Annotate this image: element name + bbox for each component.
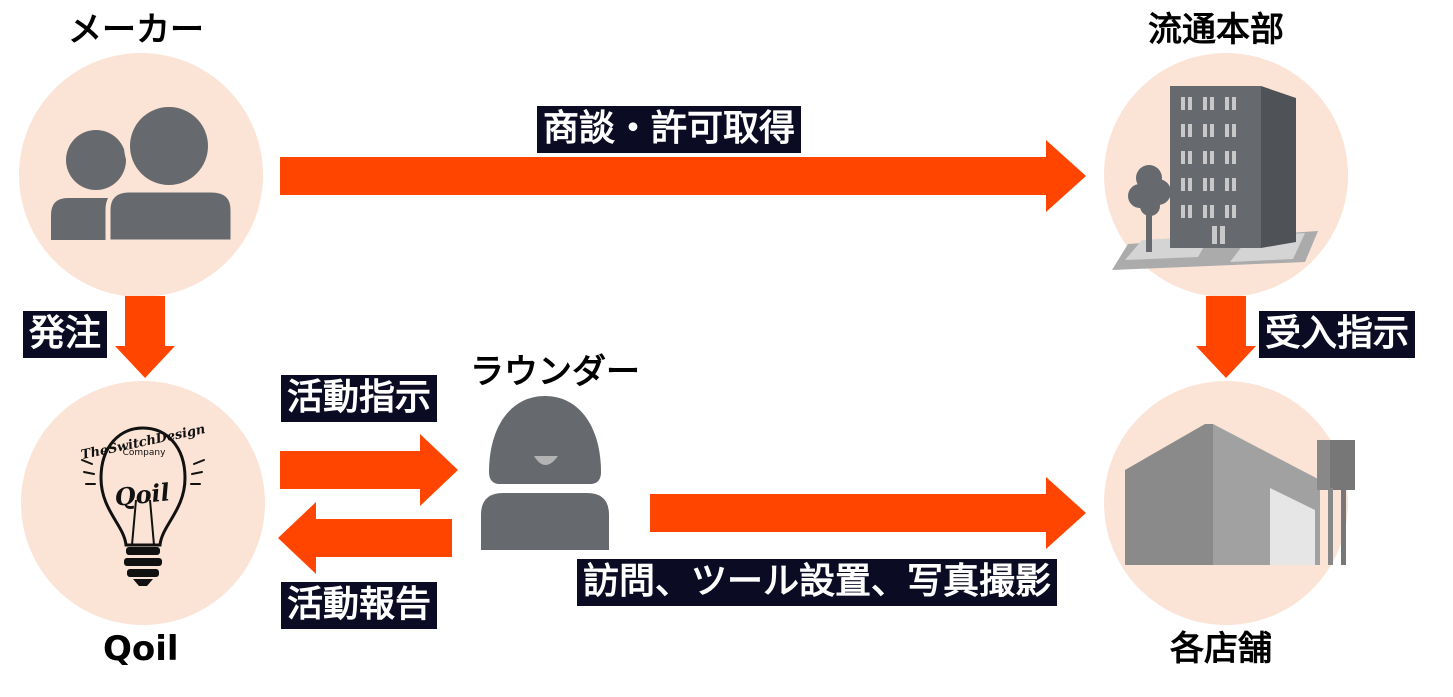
maker-title: メーカー [68,10,204,50]
rounder-title: ラウンダー [470,352,640,392]
rounder-person-icon [481,396,609,550]
arrow-rounder-to-stores [650,477,1086,549]
arrow-maker-to-hq [280,140,1086,212]
arrow-rounder-to-qoil [278,502,452,574]
qoil-title: Qoil [103,629,179,669]
office-building-icon [1112,86,1318,270]
hq-title: 流通本部 [1148,10,1284,50]
qoil-node [21,381,265,625]
arrow-qoil-to-rounder [280,434,458,506]
logo-name: Qoil [113,477,171,512]
order-tag: 発注 [23,311,108,358]
store-building-icon [1125,424,1355,565]
instruction-tag: 受入指示 [1259,311,1416,358]
negotiation-tag: 商談・許可取得 [537,106,802,153]
logo-brand-line2: Company [123,448,166,458]
light-bulb-icon [81,426,205,586]
activity-report-tag: 活動報告 [281,582,438,629]
arrow-maker-to-qoil [115,296,175,378]
arrow-hq-to-stores [1196,296,1256,378]
people-icon [51,101,236,245]
activity-instruction-tag: 活動指示 [281,375,438,422]
visit-tag: 訪問、ツール設置、写真撮影 [577,559,1058,606]
stores-title: 各店舗 [1170,629,1272,669]
